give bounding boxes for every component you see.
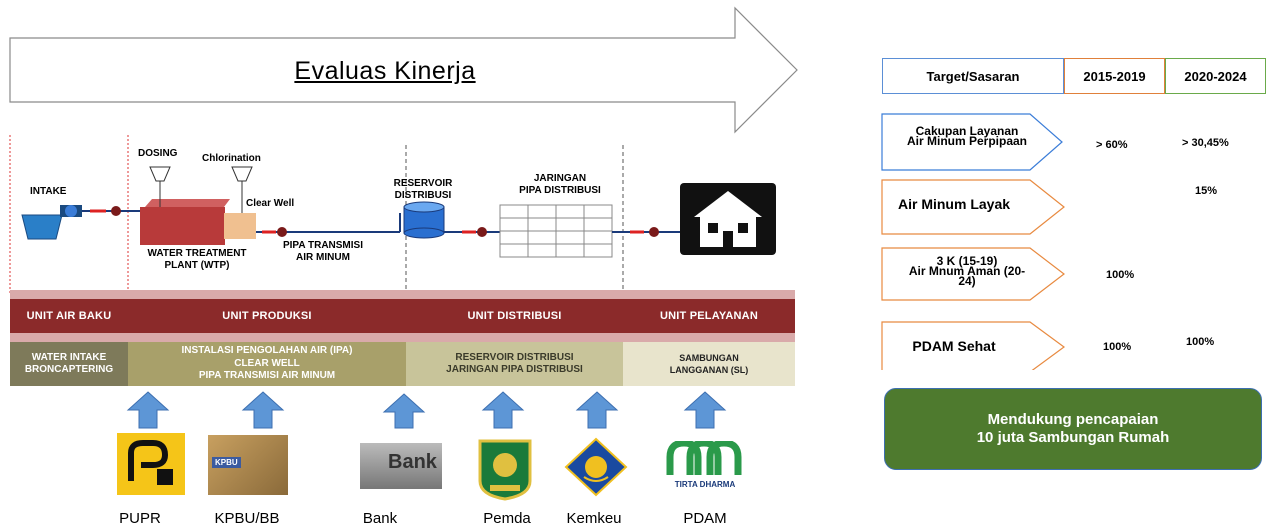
stakeholder-label-pdam: PDAM (683, 510, 727, 527)
unit-body-distribusi: RESERVOIR DISTRIBUSI JARINGAN PIPA DISTR… (406, 342, 623, 386)
chlorination-label: Chlorination (202, 153, 261, 164)
kemkeu-emblem-icon (564, 437, 628, 497)
wtp-label: WATER TREATMENT PLANT (WTP) (132, 248, 262, 272)
tag-3k-line-1: 3 K (15-19) (936, 254, 998, 268)
stakeholder-label-bank: Bank (362, 510, 398, 527)
unit-pelayanan-line-1: SAMBUNGAN (679, 352, 739, 363)
jaringan-line-1: JARINGAN (533, 173, 587, 184)
value-layak-2020: 15% (1195, 185, 1218, 197)
unit-distribusi-line-2: JARINGAN PIPA DISTRIBUSI (446, 364, 583, 375)
arrow-up-icon (241, 391, 285, 429)
unit-air-baku-line-2: BRONCAPTERING (24, 364, 114, 375)
tag-3k-line-2: Air Mnum Aman (20- (908, 264, 1026, 278)
jaringan-label: JARINGAN PIPA DISTRIBUSI (505, 173, 615, 197)
tag-cakupan-label: Cakupan Layanan Air Minum Perpipaan (884, 124, 1050, 148)
tirta-dharma-logo-icon: TIRTA DHARMA (666, 441, 742, 489)
unit-body-air-baku: WATER INTAKE BRONCAPTERING (10, 342, 128, 386)
banner-title: Evaluas Kinerja (294, 57, 476, 85)
wtp-tank-icon (140, 199, 256, 245)
tag-pdam-sehat-shape (881, 321, 1066, 370)
clear-well-label: Clear Well (246, 198, 295, 209)
unit-pelayanan-line-2: LANGGANAN (SL) (669, 365, 749, 375)
callout-line-2: 10 juta Sambungan Rumah (976, 429, 1170, 446)
value-cakupan-2020: > 30,45% (1182, 137, 1229, 149)
value-cakupan-2015: > 60% (1096, 139, 1128, 151)
callout-box: Mendukung pencapaian 10 juta Sambungan R… (884, 388, 1262, 470)
wtp-label-line-1: WATER TREATMENT (147, 248, 247, 259)
value-3k-2015: 100% (1106, 269, 1135, 281)
water-process-diagram (9, 135, 776, 295)
intake-basin-icon (21, 205, 82, 240)
kpbu-logo-text: KPBU (212, 457, 241, 468)
unit-head-air-baku: UNIT AIR BAKU (10, 299, 128, 333)
pipa-transmisi-label: PIPA TRANSMISI AIR MINUM (268, 240, 378, 264)
tag-cakupan-line-2: Air Minum Perpipaan (906, 134, 1028, 148)
tag-3k-line-3: 24) (958, 274, 976, 288)
distribution-grid-icon (499, 204, 613, 258)
tag-cakupan-line-1: Cakupan Layanan (915, 124, 1019, 138)
unit-produksi-line-2: CLEAR WELL (234, 357, 300, 369)
unit-band-middle (10, 333, 795, 342)
pipa-transmisi-line-1: PIPA TRANSMISI (282, 240, 363, 251)
unit-body-pelayanan: SAMBUNGAN LANGGANAN (SL) (623, 342, 795, 386)
tag-pdam-sehat-label: PDAM Sehat (912, 338, 996, 354)
reservoir-line-2: DISTRIBUSI (394, 190, 452, 201)
unit-distribusi-line-1: RESERVOIR DISTRIBUSI (455, 351, 574, 363)
arrow-up-icon (481, 391, 525, 429)
reservoir-label: RESERVOIR DISTRIBUSI (388, 178, 458, 202)
value-pdam-sehat-2015: 100% (1103, 341, 1132, 353)
support-arrows (126, 391, 727, 429)
kpbu-image-icon: KPBU (208, 435, 288, 495)
intake-label: INTAKE (30, 186, 67, 197)
stakeholder-label-pupr: PUPR (119, 510, 161, 527)
pipa-transmisi-line-2: AIR MINUM (296, 252, 350, 263)
bank-image-icon: Bank (360, 443, 442, 489)
evaluation-arrow-banner (9, 6, 798, 134)
stakeholder-label-kemkeu: Kemkeu (566, 510, 622, 527)
period-header-2020-2024: 2020-2024 (1165, 58, 1266, 94)
house-icon (680, 183, 776, 255)
pemda-emblem-icon (478, 439, 532, 501)
callout-line-1: Mendukung pencapaian (987, 411, 1159, 428)
unit-air-baku-line-1: WATER INTAKE (31, 351, 107, 363)
unit-band-top (10, 290, 795, 299)
target-header: Target/Sasaran (882, 58, 1064, 94)
jaringan-line-2: PIPA DISTRIBUSI (519, 185, 601, 196)
tag-cakupan-shape (881, 113, 1063, 171)
reservoir-tank-icon (403, 201, 445, 239)
unit-head-distribusi: UNIT DISTRIBUSI (406, 299, 623, 333)
unit-head-produksi: UNIT PRODUKSI (128, 299, 406, 333)
period-header-2015-2019: 2015-2019 (1064, 58, 1165, 94)
value-pdam-sehat-2020: 100% (1186, 336, 1215, 348)
arrow-up-icon (382, 393, 426, 429)
target-tags (881, 113, 1066, 370)
unit-produksi-line-3: PIPA TRANSMISI AIR MINUM (198, 370, 336, 382)
tag-3k-shape (881, 247, 1065, 301)
arrow-up-icon (575, 391, 619, 429)
bank-logo-text: Bank (388, 451, 437, 473)
dosing-label: DOSING (138, 148, 178, 159)
unit-head-pelayanan: UNIT PELAYANAN (623, 299, 795, 333)
chlorination-hopper-icon (231, 166, 253, 182)
reservoir-line-1: RESERVOIR (393, 178, 453, 189)
unit-body-produksi: INSTALASI PENGOLAHAN AIR (IPA) CLEAR WEL… (128, 342, 406, 386)
tag-3k-label: 3 K (15-19) Air Mnum Aman (20- 24) (884, 254, 1050, 288)
dosing-hopper-icon (149, 166, 171, 182)
arrow-up-icon (126, 391, 170, 429)
arrow-up-icon (683, 391, 727, 429)
wtp-label-line-2: PLANT (WTP) (164, 260, 230, 271)
pupr-logo-icon (117, 433, 185, 495)
tag-layak-shape (881, 179, 1065, 235)
tirta-dharma-text: TIRTA DHARMA (675, 480, 736, 489)
tag-layak-label: Air Minum Layak (897, 196, 1011, 212)
stakeholder-label-kpbu: KPBU/BB (214, 510, 280, 527)
stakeholder-label-pemda: Pemda (483, 510, 531, 527)
unit-produksi-line-1: INSTALASI PENGOLAHAN AIR (IPA) (181, 345, 353, 357)
